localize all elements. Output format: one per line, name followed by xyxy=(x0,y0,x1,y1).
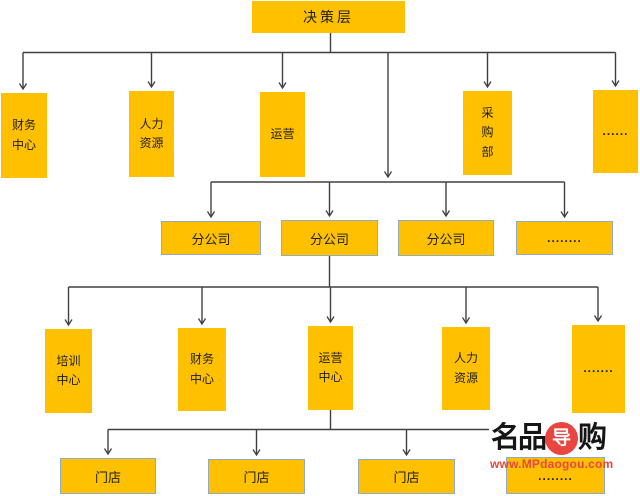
watermark-circle-char: 导 xyxy=(552,427,572,449)
node-label: 采 购 部 xyxy=(481,106,494,159)
node-ellipsis-branch-departments: ....... xyxy=(572,325,625,413)
node-purchasing-dept: 采 购 部 xyxy=(463,91,512,175)
node-label: ....... xyxy=(583,361,614,376)
node-branch-company-1: 分公司 xyxy=(161,221,261,255)
node-decision-layer: 决策层 xyxy=(252,1,405,33)
node-label: 人力 资源 xyxy=(139,116,164,150)
node-label: 人力 资源 xyxy=(453,351,478,385)
node-label: 分公司 xyxy=(426,231,466,247)
node-finance-center-hq: 财务 中心 xyxy=(1,93,47,178)
node-human-resources-hq: 人力 资源 xyxy=(129,91,174,177)
node-store-1: 门店 xyxy=(60,458,156,494)
watermark-red-circle-icon: 导 xyxy=(545,421,579,455)
watermark-brand-prefix: 名品 xyxy=(491,421,547,454)
node-label: 决策层 xyxy=(303,9,354,25)
node-label: 运营 xyxy=(270,126,295,141)
node-operations-center: 运营 中心 xyxy=(308,326,353,410)
node-label: 运营 中心 xyxy=(318,350,343,384)
node-label: 门店 xyxy=(393,470,420,485)
node-branch-company-3: 分公司 xyxy=(398,220,494,256)
node-label: 门店 xyxy=(243,470,270,485)
node-label: 培训 中心 xyxy=(56,353,81,387)
node-ellipsis-branches: ........ xyxy=(516,221,613,255)
node-label: ...... xyxy=(602,123,629,138)
node-human-resources-branch: 人力 资源 xyxy=(442,327,490,410)
watermark: 名品 导 购 www.MPdaogou.com xyxy=(489,419,614,471)
node-branch-company-2: 分公司 xyxy=(281,220,378,256)
node-store-2: 门店 xyxy=(208,459,305,494)
watermark-url: www.MPdaogou.com xyxy=(490,457,614,471)
watermark-brand-suffix: 购 xyxy=(578,421,607,454)
node-ellipsis-stores: ........ xyxy=(506,457,605,494)
node-training-center: 培训 中心 xyxy=(45,329,92,413)
node-operations: 运营 xyxy=(260,92,305,177)
node-label: 分公司 xyxy=(191,231,231,247)
node-store-3: 门店 xyxy=(358,459,455,494)
watermark-logo: 名品 导 购 xyxy=(489,419,614,456)
node-label: 财务 中心 xyxy=(11,118,36,152)
node-label: 分公司 xyxy=(309,231,349,247)
node-label: ........ xyxy=(547,231,582,245)
node-ellipsis-departments: ...... xyxy=(593,90,638,173)
node-label: 门店 xyxy=(94,469,121,485)
node-label: ........ xyxy=(538,468,573,483)
node-finance-center-branch: 财务 中心 xyxy=(178,328,226,411)
node-label: 财务 中心 xyxy=(189,352,214,386)
